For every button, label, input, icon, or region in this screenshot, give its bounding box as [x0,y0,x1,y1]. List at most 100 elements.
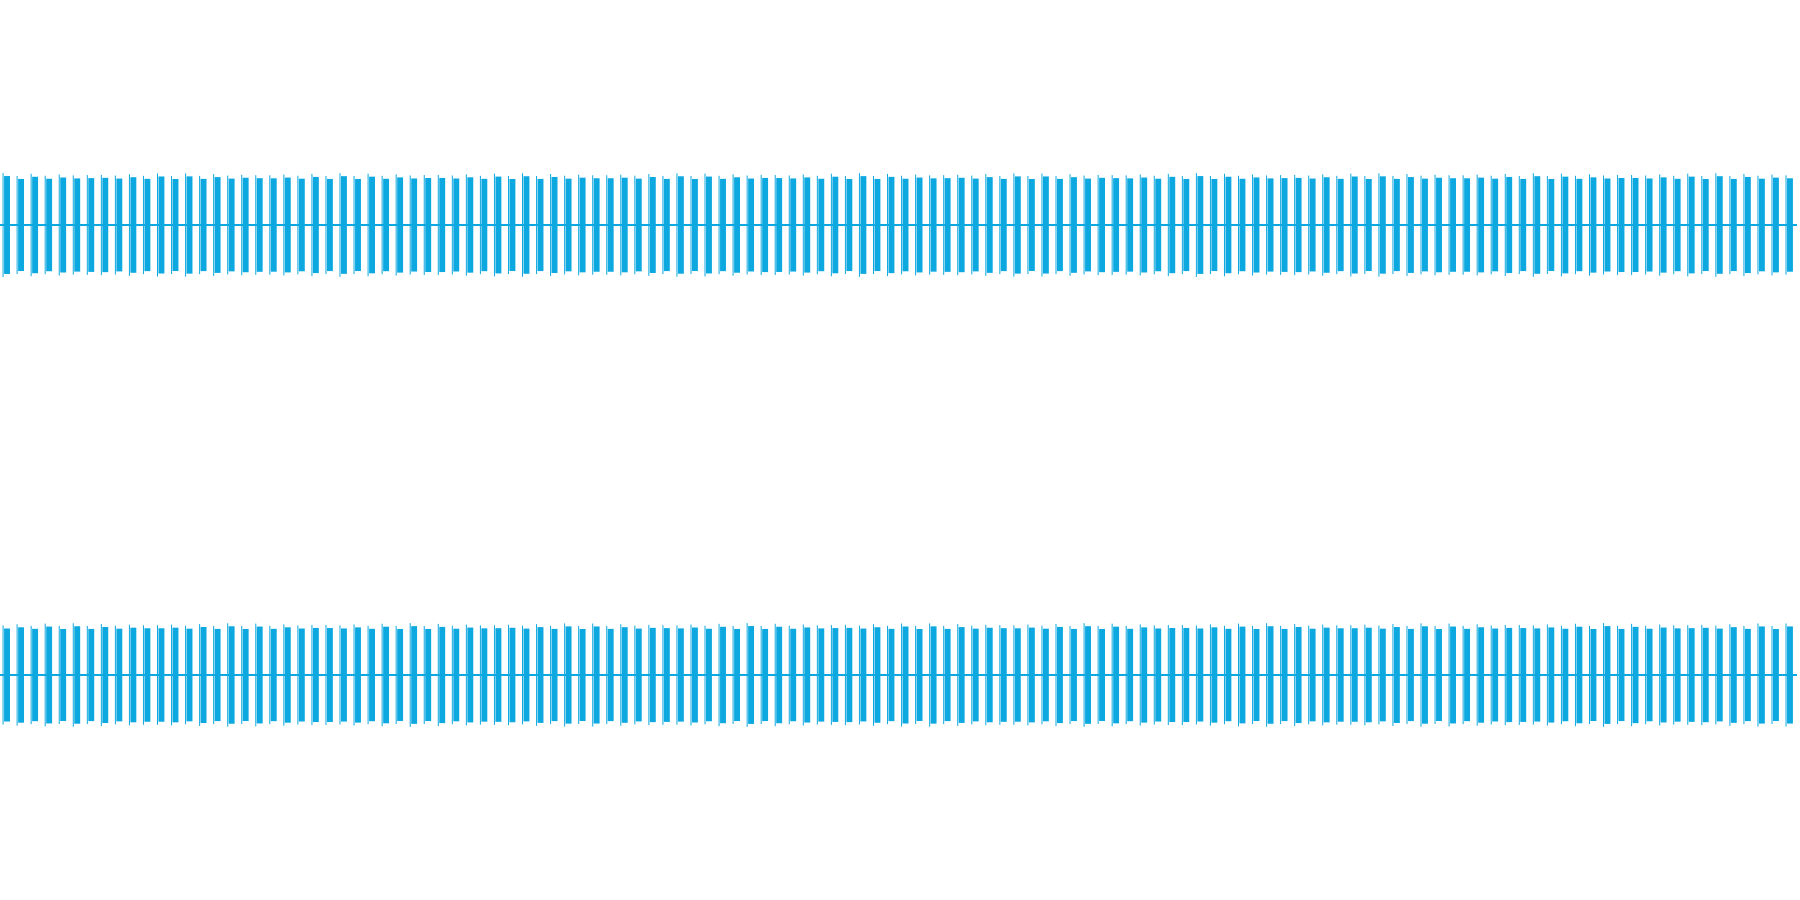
waveform-pulse [1141,177,1148,273]
waveform-pulse [369,176,375,274]
waveform-pulse [298,178,305,272]
waveform-pulse [200,178,207,272]
waveform-pulse [144,178,151,272]
waveform-channel-left[interactable] [0,0,1800,450]
waveform-pulse [453,628,460,722]
waveform-pulse [130,177,137,273]
waveform-pulse [1716,176,1723,274]
waveform-pulse [1618,628,1625,722]
waveform-pulse [88,178,95,272]
waveform-pulse [1239,626,1246,724]
waveform-pulse [1169,628,1176,723]
waveform-pulse [818,178,825,272]
waveform-pulse [1295,177,1302,273]
waveform-pulse [18,178,25,272]
waveform-pulse [1744,176,1751,274]
waveform-pulse [467,177,474,273]
waveform-pulse [916,628,923,722]
waveform-pulse [1520,628,1527,722]
waveform-pulse [551,628,558,722]
waveform-pulse [1450,178,1456,272]
waveform-pulse [1604,178,1611,272]
waveform-pulse [846,627,853,723]
waveform-pulse [158,628,165,722]
waveform-pulse [439,626,446,724]
waveform-pulse [1632,626,1639,724]
waveform-pulse [1253,177,1260,273]
waveform-pulse [776,178,783,272]
waveform-pulse [284,627,291,723]
waveform-pulse [1057,626,1063,724]
waveform-pulse [579,177,586,273]
waveform-pulse [1758,626,1765,724]
waveform-pulse [397,628,404,722]
waveform-pulse [663,178,670,272]
waveform-pulse [383,178,390,272]
waveform-pulse [523,628,530,722]
waveform-pulse [397,177,404,273]
waveform-pulse [677,628,684,722]
waveform-pulse [200,627,207,723]
waveform-pulse [762,628,769,722]
waveform-pulse [1590,177,1597,273]
waveform-pulse [1281,628,1288,722]
waveform-pulse [1478,627,1485,723]
waveform-pulse [1393,178,1400,272]
waveform-pulse [1000,628,1007,722]
waveform-pulse [467,627,474,723]
waveform-pulse [902,178,909,272]
waveform-pulse [734,177,740,273]
waveform-pulse [355,178,361,272]
waveform-pulse [1071,628,1077,722]
waveform-pulse [776,626,783,724]
waveform-pulse [144,628,151,722]
waveform-pulse [102,177,109,273]
waveform-pulse [1436,177,1442,273]
waveform-pulse [706,176,712,274]
waveform-pulse [523,176,530,274]
waveform-pulse [1674,178,1681,272]
waveform-pulse [1239,178,1246,272]
waveform-pulse [720,178,726,272]
waveform-pulse [60,628,67,722]
waveform-pulse [1211,627,1218,723]
waveform-pulse [228,178,235,272]
waveform-pulse [986,177,993,273]
waveform-pulse [509,627,516,723]
waveform-channel-right[interactable] [0,450,1800,900]
waveform-pulse [1309,628,1316,722]
waveform-pulse [1646,628,1653,722]
waveform-pulse [1646,178,1653,272]
waveform-pulse [565,626,572,724]
waveform-pulse [270,628,277,722]
waveform-pulse [649,177,656,273]
waveform-pulse [1478,177,1485,273]
waveform-pulse [46,626,53,724]
waveform-pulse [1028,178,1035,272]
waveform-pulse [1632,177,1639,273]
waveform-pulse [453,178,460,272]
waveform-pulse [1225,628,1232,722]
waveform-pulse [1422,626,1428,724]
waveform-pulse [972,178,979,272]
waveform-pulse [326,628,333,722]
waveform-pulse [930,178,937,272]
waveform-pulse [621,177,628,273]
waveform-pulse [228,626,235,724]
waveform-right-svg [0,450,1800,900]
waveform-pulse [1660,177,1667,273]
waveform-pulse [1407,177,1414,273]
waveform-pulse [1281,178,1288,272]
waveform-pulse [1674,628,1681,722]
waveform-pulse [944,628,951,722]
waveform-pulse [4,628,10,722]
waveform-pulse [1464,628,1471,722]
waveform-pulse [326,178,333,272]
waveform-pulse [832,176,839,274]
waveform-pulse [312,176,319,274]
waveform-pulse [481,628,488,722]
waveform-pulse [116,628,123,722]
waveform-pulse [74,178,81,272]
waveform-pulse [298,628,305,722]
